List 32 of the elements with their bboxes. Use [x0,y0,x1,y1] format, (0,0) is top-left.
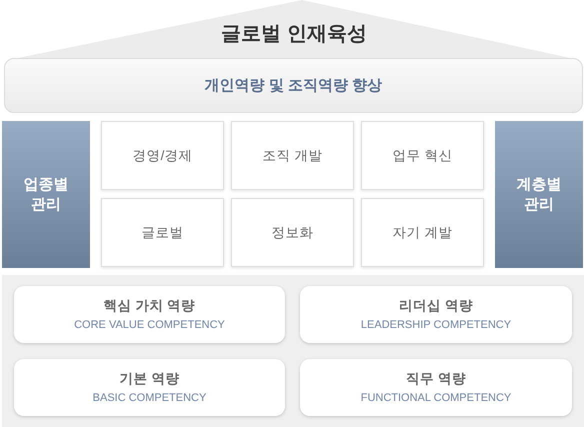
competency-card [300,286,572,343]
competency-title: 핵심 가치 역량 [104,297,196,314]
competency-card [14,359,285,416]
topic-box [361,121,484,190]
topic-label: 조직 개발 [262,146,322,164]
pillar-label: 계층별 관리 [516,174,562,214]
topic-label: 글로벌 [142,224,184,242]
goal-text: 개인역량 및 조직역량 향상 [204,76,382,95]
competency-subtitle: LEADERSHIP COMPETENCY [360,318,512,332]
topic-label: 정보화 [272,224,314,242]
topic-box [361,198,484,267]
competency-title: 리더십 역량 [399,297,473,314]
competency-title: 직무 역량 [406,370,466,387]
management-pillar [2,121,90,268]
topic-label: 경영/경제 [132,146,192,164]
topic-label: 업무 혁신 [392,146,452,164]
topic-box [101,121,224,190]
topic-label: 자기 계발 [392,224,452,242]
competency-card [300,359,572,416]
goal-band [4,58,583,113]
competency-subtitle: CORE VALUE COMPETENCY [74,318,225,332]
competency-card [14,286,285,343]
roof-title: 글로벌 인재육성 [221,22,367,46]
competency-subtitle: FUNCTIONAL COMPETENCY [360,391,512,405]
pillar-label: 업종별 관리 [22,174,70,214]
competency-subtitle: BASIC COMPETENCY [92,391,206,405]
topic-box [101,198,224,267]
competency-title: 기본 역량 [120,370,180,387]
foundation-panel [2,275,584,427]
management-pillar [495,121,583,268]
topic-box [231,198,354,267]
topic-box [231,121,354,190]
